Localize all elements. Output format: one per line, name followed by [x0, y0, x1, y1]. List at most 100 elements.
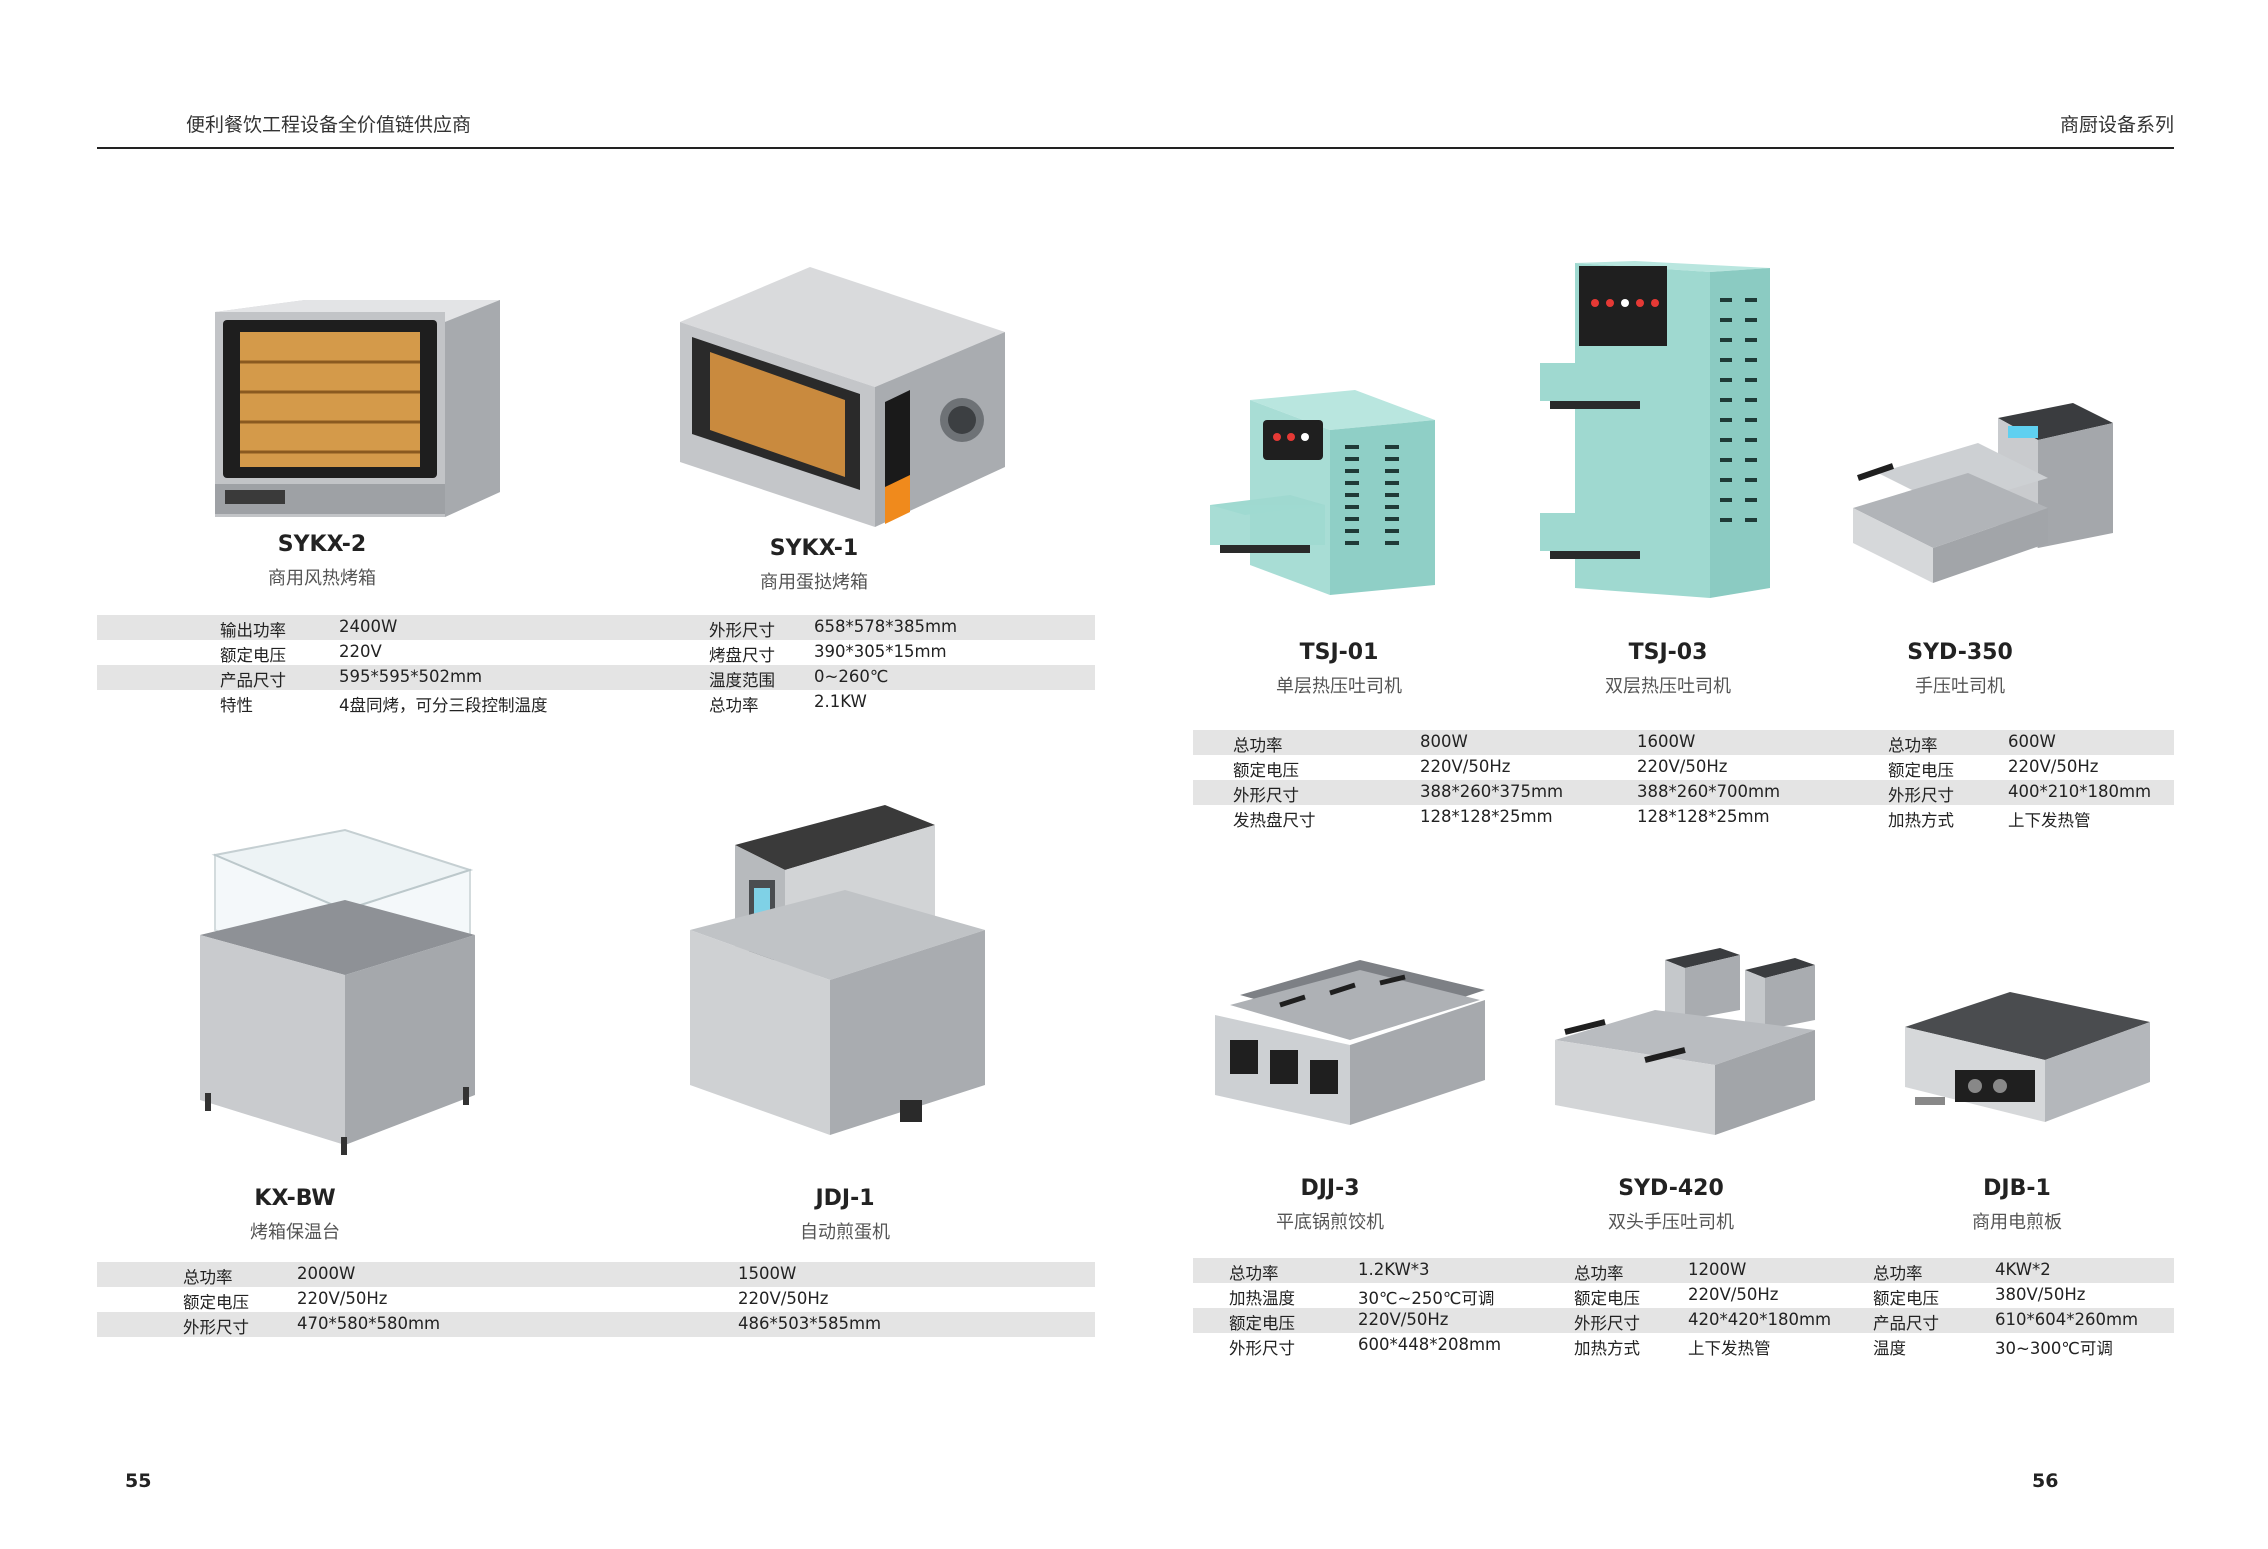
spec-value: 1200W: [1688, 1260, 1747, 1279]
spec-value: 128*128*25mm: [1637, 807, 1770, 826]
product-image-sykx2: [195, 292, 505, 522]
model-syd420: SYD-420: [1618, 1176, 1724, 1201]
spec-row: 额定电压 220V/50Hz 外形尺寸 420*420*180mm 产品尺寸 6…: [1193, 1308, 2174, 1333]
header-right-title: 商厨设备系列: [2059, 114, 2174, 136]
header-divider: [97, 147, 2174, 149]
product-image-djb1: [1895, 982, 2155, 1142]
model-syd350: SYD-350: [1907, 640, 2013, 665]
model-djb1: DJB-1: [1983, 1176, 2051, 1201]
spec-table-oven: 输出功率 2400W 外形尺寸 658*578*385mm 额定电压 220V …: [97, 615, 1095, 715]
model-tsj01: TSJ-01: [1299, 640, 1379, 665]
spec-value: 220V: [339, 642, 382, 661]
name-syd350: 手压吐司机: [1915, 676, 2005, 697]
product-image-tsj03: [1535, 258, 1795, 603]
spec-value: 610*604*260mm: [1995, 1310, 2139, 1329]
spec-value: 30~300℃可调: [1995, 1339, 2113, 1358]
spec-label: 加热方式: [1574, 1339, 1640, 1358]
model-sykx2: SYKX-2: [277, 532, 367, 557]
spec-value: 220V/50Hz: [1637, 757, 1728, 776]
spec-label: 额定电压: [220, 646, 286, 665]
spec-label: 总功率: [1574, 1264, 1624, 1283]
spec-label: 加热温度: [1229, 1289, 1295, 1308]
product-image-syd350: [1848, 398, 2118, 588]
spec-value: 600*448*208mm: [1358, 1335, 1502, 1354]
name-tsj01: 单层热压吐司机: [1276, 676, 1402, 697]
name-tsj03: 双层热压吐司机: [1605, 676, 1731, 697]
spec-row: 外形尺寸 470*580*580mm 486*503*585mm: [97, 1312, 1095, 1337]
name-jdj1: 自动煎蛋机: [800, 1222, 890, 1243]
spec-row: 外形尺寸 388*260*375mm 388*260*700mm 外形尺寸 40…: [1193, 780, 2174, 805]
product-image-kxbw: [195, 825, 485, 1155]
spec-label: 温度范围: [709, 671, 775, 690]
spec-value: 388*260*375mm: [1420, 782, 1564, 801]
spec-row: 额定电压 220V/50Hz 220V/50Hz: [97, 1287, 1095, 1312]
spec-label: 烤盘尺寸: [709, 646, 775, 665]
spec-table-warmer: 总功率 2000W 1500W 额定电压 220V/50Hz 220V/50Hz…: [97, 1262, 1095, 1337]
spec-value: 800W: [1420, 732, 1468, 751]
spec-value: 220V/50Hz: [1420, 757, 1511, 776]
page-number-left: 55: [125, 1470, 152, 1492]
product-image-jdj1: [685, 800, 985, 1140]
spec-value: 1600W: [1637, 732, 1696, 751]
spec-value: 2.1KW: [814, 692, 867, 711]
spec-value: 128*128*25mm: [1420, 807, 1553, 826]
spec-value: 220V/50Hz: [297, 1289, 388, 1308]
spec-label: 外形尺寸: [1574, 1314, 1640, 1333]
spec-row: 外形尺寸 600*448*208mm 加热方式 上下发热管 温度 30~300℃…: [1193, 1333, 2174, 1358]
spec-label: 特性: [220, 696, 253, 715]
spec-value: 486*503*585mm: [738, 1314, 882, 1333]
spec-label: 总功率: [1229, 1264, 1279, 1283]
spec-value: 470*580*580mm: [297, 1314, 441, 1333]
name-djj3: 平底锅煎饺机: [1276, 1212, 1384, 1233]
spec-label: 外形尺寸: [709, 621, 775, 640]
spec-value: 上下发热管: [1688, 1339, 1771, 1358]
spec-label: 温度: [1873, 1339, 1906, 1358]
spec-row: 额定电压 220V 烤盘尺寸 390*305*15mm: [97, 640, 1095, 665]
page-number-right: 56: [2032, 1470, 2059, 1492]
spec-row: 输出功率 2400W 外形尺寸 658*578*385mm: [97, 615, 1095, 640]
spec-value: 0~260℃: [814, 667, 889, 686]
spec-label: 额定电压: [1229, 1314, 1295, 1333]
spec-label: 总功率: [1233, 736, 1283, 755]
spec-value: 30℃~250℃可调: [1358, 1289, 1495, 1308]
model-djj3: DJJ-3: [1300, 1176, 1360, 1201]
spec-label: 外形尺寸: [1229, 1339, 1295, 1358]
spec-label: 额定电压: [1574, 1289, 1640, 1308]
spec-value: 220V/50Hz: [1358, 1310, 1449, 1329]
spec-label: 外形尺寸: [183, 1318, 249, 1337]
spec-value: 390*305*15mm: [814, 642, 947, 661]
spec-row: 总功率 800W 1600W 总功率 600W: [1193, 730, 2174, 755]
spec-label: 额定电压: [1233, 761, 1299, 780]
header-left-title: 便利餐饮工程设备全价值链供应商: [186, 114, 472, 136]
spec-row: 加热温度 30℃~250℃可调 额定电压 220V/50Hz 额定电压 380V…: [1193, 1283, 2174, 1308]
spec-label: 发热盘尺寸: [1233, 811, 1316, 830]
spec-row: 发热盘尺寸 128*128*25mm 128*128*25mm 加热方式 上下发…: [1193, 805, 2174, 830]
spec-label: 总功率: [1873, 1264, 1923, 1283]
spec-value: 1500W: [738, 1264, 797, 1283]
spec-value: 4KW*2: [1995, 1260, 2051, 1279]
name-syd420: 双头手压吐司机: [1608, 1212, 1734, 1233]
spec-table-griddle: 总功率 1.2KW*3 总功率 1200W 总功率 4KW*2 加热温度 30℃…: [1193, 1258, 2174, 1358]
spec-value: 400*210*180mm: [2008, 782, 2152, 801]
product-image-tsj01: [1205, 385, 1445, 600]
spec-label: 加热方式: [1888, 811, 1954, 830]
spec-value: 1.2KW*3: [1358, 1260, 1430, 1279]
spec-label: 额定电压: [1873, 1289, 1939, 1308]
spec-label: 额定电压: [183, 1293, 249, 1312]
spec-label: 产品尺寸: [220, 671, 286, 690]
spec-value: 2400W: [339, 617, 398, 636]
model-tsj03: TSJ-03: [1628, 640, 1708, 665]
model-sykx1: SYKX-1: [769, 536, 859, 561]
spec-row: 总功率 2000W 1500W: [97, 1262, 1095, 1287]
spec-label: 总功率: [183, 1268, 233, 1287]
spec-label: 总功率: [1888, 736, 1938, 755]
name-sykx2: 商用风热烤箱: [268, 568, 376, 589]
spec-label: 输出功率: [220, 621, 286, 640]
spec-value: 2000W: [297, 1264, 356, 1283]
spec-value: 388*260*700mm: [1637, 782, 1781, 801]
spec-row: 特性 4盘同烤，可分三段控制温度 总功率 2.1KW: [97, 690, 1095, 715]
spec-value: 420*420*180mm: [1688, 1310, 1832, 1329]
model-kxbw: KX-BW: [254, 1186, 336, 1211]
spec-value: 220V/50Hz: [2008, 757, 2099, 776]
spec-value: 595*595*502mm: [339, 667, 483, 686]
